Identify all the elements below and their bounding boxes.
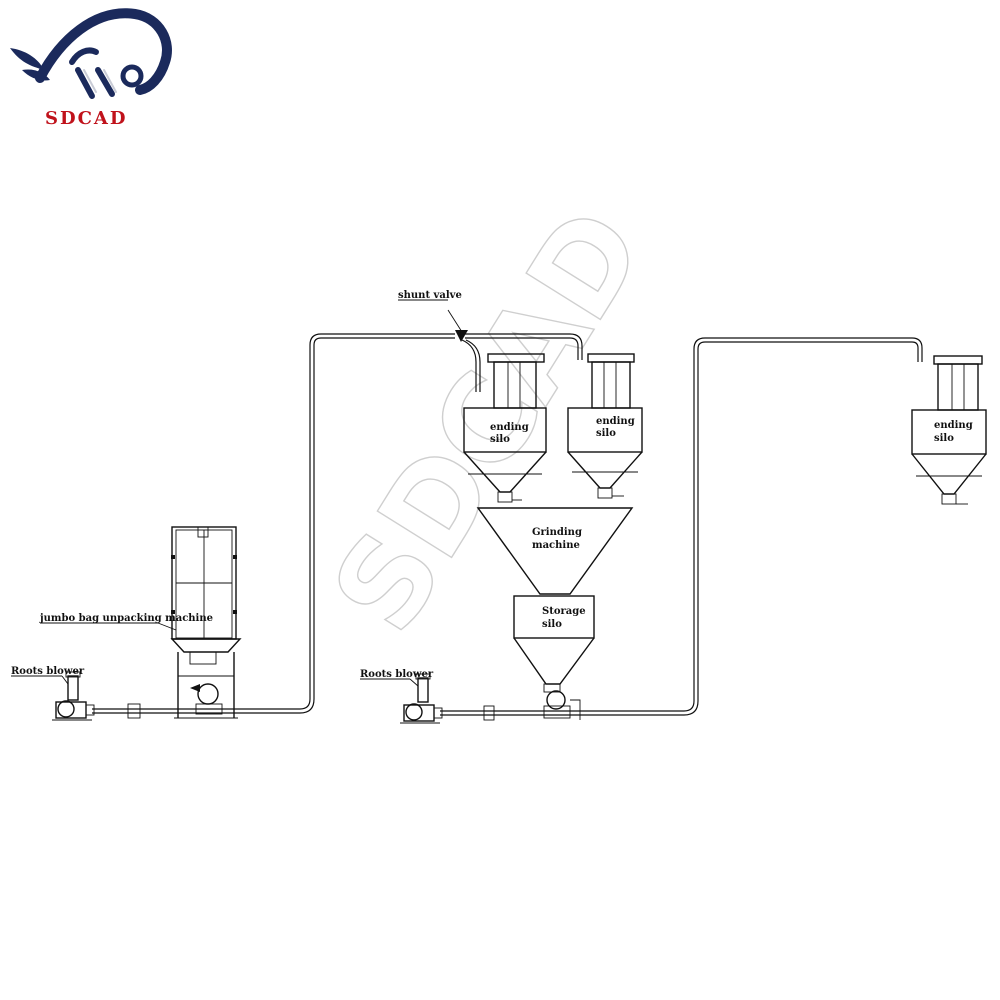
roots-blower-1-label: Roots blower [11,666,85,677]
storage-silo-label-1: Storage [542,606,586,617]
shunt-valve: shunt valve [398,290,468,342]
jumbo-bag-label: jumbo bag unpacking machine [39,613,213,624]
jumbo-bag-unpacking-machine: jumbo bag unpacking machine [39,526,242,719]
conveying-pipeline [92,333,923,716]
roots-blower-2: Roots blower [360,669,495,724]
shunt-valve-label: shunt valve [398,290,462,301]
storage-silo-label-2: silo [542,619,562,630]
ending-silo-2-label-2: silo [596,428,616,439]
ending-silo-2-label-1: ending [596,416,635,427]
ending-silo-2: ending silo [567,353,643,499]
grinding-machine-label-2: machine [532,540,580,551]
roots-blower-1: Roots blower [11,666,141,721]
whale-tail-logo-icon [10,8,172,99]
ending-silo-1: ending silo [463,353,547,503]
brand-name: SDCAD [45,108,128,129]
ending-silo-3-label-2: silo [934,433,954,444]
storage-silo: Storage silo [513,595,595,720]
roots-blower-2-label: Roots blower [360,669,434,680]
grinding-machine-label-1: Grinding [532,527,582,538]
brand-logo: SDCAD [0,0,190,140]
ending-silo-1-label-1: ending [490,422,529,433]
ending-silo-3: ending silo [911,355,987,505]
grinding-machine: Grinding machine [476,507,634,595]
ending-silo-3-label-1: ending [934,420,973,431]
ending-silo-1-label-2: silo [490,434,510,445]
